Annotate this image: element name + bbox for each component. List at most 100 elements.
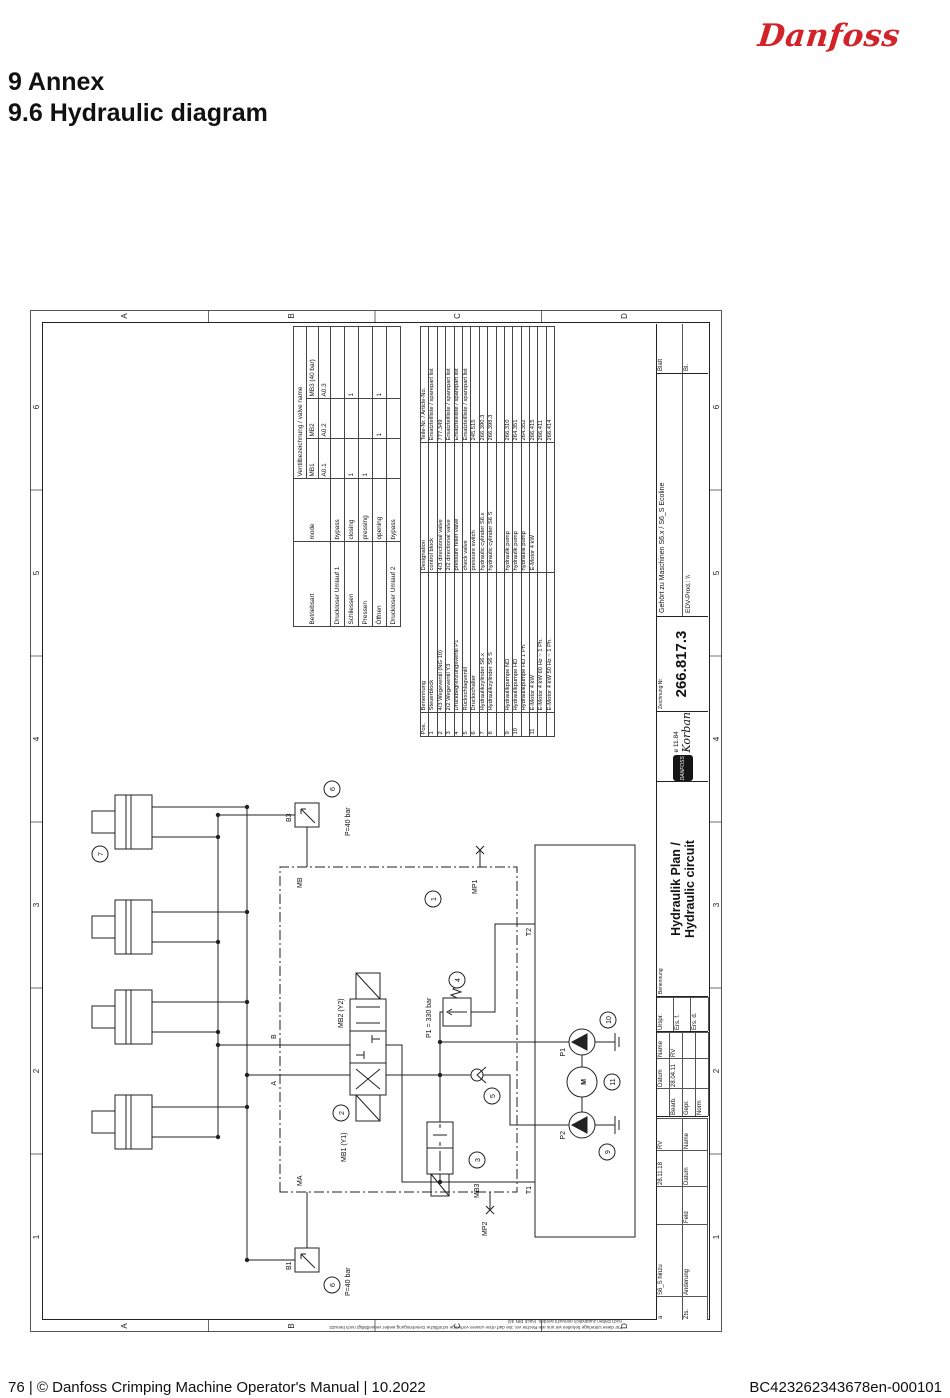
blatt-label: Blatt [657, 324, 683, 373]
hydraulic-diagram-sheet: 1 2 3 4 5 6 1 2 3 4 5 6 A B C D A B C D [30, 310, 722, 1332]
directional-valve-4-3 [349, 972, 387, 1122]
footer-right: BC423262343678en-000101 [749, 1379, 942, 1396]
section-title: 9.6 Hydraulic diagram [8, 99, 268, 127]
drawing-area: 1 2 3 4 5 6 1 2 3 4 5 6 A B C D A B C D [30, 310, 722, 1332]
mode-table: Betriebsart mode Ventilbezeichnung / val… [293, 326, 401, 627]
pump-p1 [568, 1028, 596, 1056]
page-footer: 76 | © Danfoss Crimping Machine Operator… [8, 1379, 942, 1396]
control-block-outline [279, 866, 518, 1193]
port-label-t1: T1 [526, 1186, 533, 1194]
tank-power-unit [534, 844, 636, 1238]
solenoid-label-mb1: MB1 (Y1) [341, 1132, 348, 1162]
stamp-logo: DANFOSS [672, 755, 693, 781]
hydraulic-lines [152, 806, 620, 1261]
col-header-article: Teile-Nr. / Article-No. [420, 326, 429, 443]
valve-label-mb3: MB3 [474, 1184, 481, 1199]
table-row: E-Motor 4 kW 50 Hz ~ 1 Ph.266.414 [546, 326, 555, 737]
balloon-11: 11 [603, 1073, 621, 1091]
edv-reference: EDV-Prod.: \\ [684, 575, 692, 613]
bl-label: Bl. [683, 363, 690, 371]
approval-stamp: DANFOSS e 11.84 Korban [657, 712, 708, 782]
port-label-b: B [271, 1034, 278, 1039]
svg-text:6: 6 [330, 1283, 337, 1287]
parts-list-table: Pos. Benennung Designation Teile-Nr. / A… [420, 326, 556, 737]
junction-dots [215, 804, 443, 1263]
balloon-1: 1 [424, 890, 442, 908]
mode-col-header: Betriebsart [293, 541, 331, 627]
hydraulic-cylinder [91, 899, 153, 955]
port-label-mp1: MP1 [472, 880, 479, 895]
grid-ticks [30, 310, 722, 1332]
benennung-label: Benennung [658, 968, 664, 994]
valve-mb3-2-2 [426, 1121, 454, 1197]
svg-text:3: 3 [475, 1158, 482, 1162]
drawing-title-en: Hydraulic circuit [682, 840, 697, 938]
col-header-benennung: Benennung [420, 572, 429, 713]
table-header-row: Pos. Benennung Designation Teile-Nr. / A… [420, 326, 429, 737]
balloon-9: 9 [598, 1143, 616, 1161]
check-valve [470, 1066, 487, 1084]
drawing-title-de: Hydraulik Plan / [668, 842, 683, 936]
balloon-3: 3 [468, 1151, 486, 1169]
pump-p2 [568, 1111, 596, 1139]
drawing-title-cell: Benennung Hydraulik Plan / Hydraulic cir… [657, 782, 708, 997]
svg-text:10: 10 [606, 1016, 613, 1024]
pressure-relief-valve [442, 985, 472, 1027]
motor-label-m: M [581, 1079, 588, 1085]
table-row: Betriebsart mode Ventilbezeichnung / val… [293, 326, 331, 627]
svg-text:7: 7 [98, 852, 105, 856]
balloon-6: 6 [323, 1276, 341, 1294]
pump-label-p1: P1 [560, 1048, 567, 1057]
switch-label-b1: B1 [286, 1261, 293, 1270]
hydraulic-cylinder [91, 1094, 153, 1150]
svg-text:4: 4 [455, 978, 462, 982]
chapter-title: 9 Annex [8, 68, 105, 96]
col-header-designation: Designation [420, 442, 429, 573]
balloon-4: 4 [448, 971, 466, 989]
valve-name-header: Ventilbezeichnung / valve name [293, 326, 307, 479]
approval-block: Datum Name Bearb. 28.04.11 RV Gepr. Norm [657, 1032, 709, 1117]
title-block: a S6_S hinzu 28.11.18 RV Zts. Änderung F… [656, 324, 709, 1320]
danfoss-logo: Danfoss [756, 18, 902, 54]
hydraulic-cylinder [91, 989, 153, 1045]
pressure-label: P=40 bar [345, 1267, 352, 1296]
legal-notice: Für diese Unterlage behalten wir uns all… [329, 1319, 622, 1331]
machine-reference: Gehört zu Maschinen S6.x / S6_S Ecoline [657, 374, 683, 616]
drawing-number: 266.817.3 [673, 630, 690, 698]
svg-text:6: 6 [330, 787, 337, 791]
balloon-5: 5 [483, 1087, 501, 1105]
stamp-signature: Korban [679, 712, 693, 753]
mode-col-header: mode [293, 478, 331, 542]
drawing-number-cell: Zeichnung Nr. 266.817.3 [657, 617, 708, 712]
origin-block: Urspr. Ers. f. Ers. d. [657, 997, 709, 1032]
port-label-ma: MA [297, 1175, 304, 1186]
svg-text:1: 1 [431, 897, 438, 901]
balloon-10: 10 [599, 1011, 617, 1029]
relief-setting-label: P1 = 330 bar [426, 997, 433, 1038]
solenoid-label-mb2: MB2 (Y2) [338, 998, 345, 1028]
table-row: E-Motor 4 kW 60 Hz ~ 1 Ph.266.411 [537, 326, 547, 737]
zeichnung-label: Zeichnung Nr. [658, 677, 664, 709]
pressure-switch-b3 [294, 802, 320, 828]
balloon-7: 7 [91, 845, 109, 863]
machine-reference-cell: Gehört zu Maschinen S6.x / S6_S Ecoline … [657, 374, 708, 617]
col-header-pos: Pos. [420, 712, 429, 737]
svg-text:2: 2 [339, 1111, 346, 1115]
stamp-code: e 11.84 [672, 731, 680, 753]
footer-left: 76 | © Danfoss Crimping Machine Operator… [8, 1379, 426, 1396]
port-label-a: A [271, 1081, 278, 1086]
svg-text:5: 5 [490, 1094, 497, 1098]
svg-text:11: 11 [610, 1078, 617, 1085]
